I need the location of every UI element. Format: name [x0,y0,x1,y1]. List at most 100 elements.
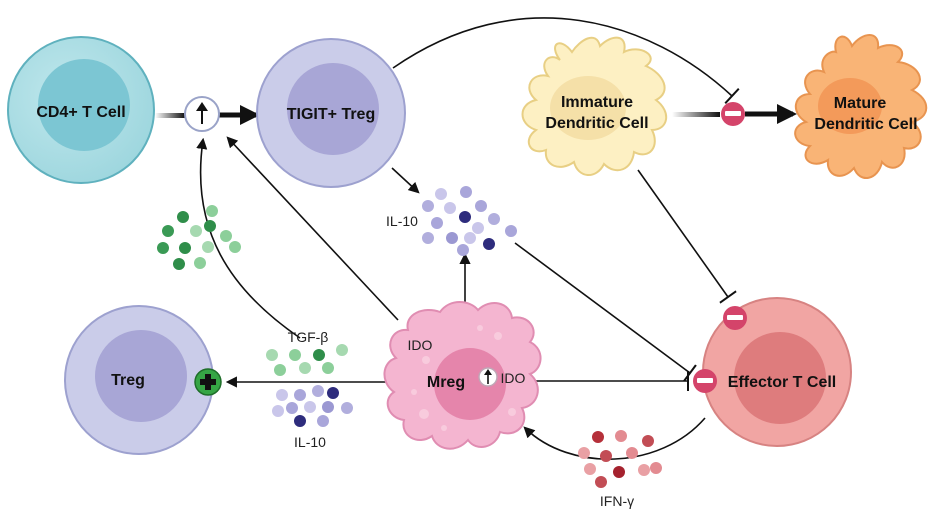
treg-label: Treg [111,372,145,389]
effector-t-cell: Effector T Cell [693,297,852,447]
arrow-effector-to-mreg [523,417,706,460]
effector-inhibit-top [723,306,747,330]
plus-icon [200,374,216,390]
tgfb-dot [266,349,278,361]
il10-dot [457,244,469,256]
dc-maturation-inhibit [721,102,745,126]
effector-inhibit-left [693,369,717,393]
tgfb-dot [194,257,206,269]
il10-dot [276,389,288,401]
il10-dot [431,217,443,229]
ifn-dot [615,430,627,442]
tgfb-dot [162,225,174,237]
il10-dot [472,222,484,234]
up-arrow-icon [196,102,208,124]
tgfb-label: TGF-β [288,329,329,345]
arrow-tigit-to-il10 [391,167,420,194]
il10-dot [294,415,306,427]
tigit-treg: TIGIT+ Treg [256,38,406,188]
effector-label: Effector T Cell [728,374,836,391]
il10-dot [464,232,476,244]
il10-top-label: IL-10 [386,213,418,229]
tgfb-dot [299,362,311,374]
minus-icon [727,315,743,320]
il10-dot [446,232,458,244]
tgfb-dot [204,220,216,232]
il10-top-cluster: IL-10 [386,186,517,256]
ifn-dot [592,431,604,443]
il10-dot [460,186,472,198]
il10-dot [304,401,316,413]
tgfb-dot [313,349,325,361]
il10-dot [422,200,434,212]
mreg-vesicle [508,408,516,416]
arrow-mreg-to-tigit [226,136,399,321]
il10-inhibits-effector [514,242,697,382]
immature-dc-label-2: Dendritic Cell [545,115,648,132]
tgfb-dot [177,211,189,223]
mreg-vesicle [441,425,447,431]
mature-dc-nucleus [818,78,882,134]
il10-dot [341,402,353,414]
mreg-ido-top-label: IDO [408,337,433,353]
tgfb-dot [289,349,301,361]
mreg-vesicle [419,409,429,419]
mreg-nucleus [434,348,506,420]
mreg-label: Mreg [427,374,465,391]
il10-dot [317,415,329,427]
tgfb-dot [274,364,286,376]
effector-nucleus [734,332,826,424]
mreg-vesicle [477,325,483,331]
mreg-cell: IDO Mreg IDO [383,301,542,450]
tgfb-dot [229,241,241,253]
tgfb-dot [173,258,185,270]
ifn-gamma-cluster: IFN-γ [578,430,662,509]
il10-dot [488,213,500,225]
connectors [155,17,797,460]
arrow-cd4-to-up-fade [155,113,185,118]
ifn-dot [584,463,596,475]
tgfb-top-cluster [157,205,241,270]
tgfb-dot [179,242,191,254]
il10-dot [444,202,456,214]
il10-dot [272,405,284,417]
tigit-inhibits-dc-maturation [392,17,740,105]
tgfb-dot [157,242,169,254]
tgfb-dot [336,344,348,356]
il10-dot [322,401,334,413]
ifn-dot [595,476,607,488]
cd4-t-cell: CD4+ T Cell [7,36,155,184]
ifn-dot [626,447,638,459]
il10-dot [327,387,339,399]
tgfb-dot [206,205,218,217]
mreg-ido-side-label: IDO [501,370,526,386]
tigit-label: TIGIT+ Treg [287,106,375,123]
treg-cell: Treg [64,305,222,455]
il10-dot [312,385,324,397]
mature-dendritic-cell: Mature Dendritic Cell [794,34,928,179]
upregulation-node [184,96,220,132]
immature-dendritic-cell: Immature Dendritic Cell [521,36,667,176]
tgfb-dot [220,230,232,242]
il10-dot [422,232,434,244]
il10-dot [294,389,306,401]
il10-dot [475,200,487,212]
il10-dot [435,188,447,200]
minus-icon [725,111,741,116]
mreg-vesicle [494,332,502,340]
mature-dc-label-2: Dendritic Cell [814,116,917,133]
il10-dot [459,211,471,223]
treg-nucleus [95,330,187,422]
mreg-vesicle [422,356,430,364]
tgfb-dot [190,225,202,237]
il10-dot [483,238,495,250]
minus-icon [697,378,713,383]
ifn-gamma-label: IFN-γ [600,493,634,509]
il10-dot [505,225,517,237]
immature-dc-nucleus [550,76,626,140]
mreg-vesicle [411,389,417,395]
ifn-dot [650,462,662,474]
ifn-dot [642,435,654,447]
